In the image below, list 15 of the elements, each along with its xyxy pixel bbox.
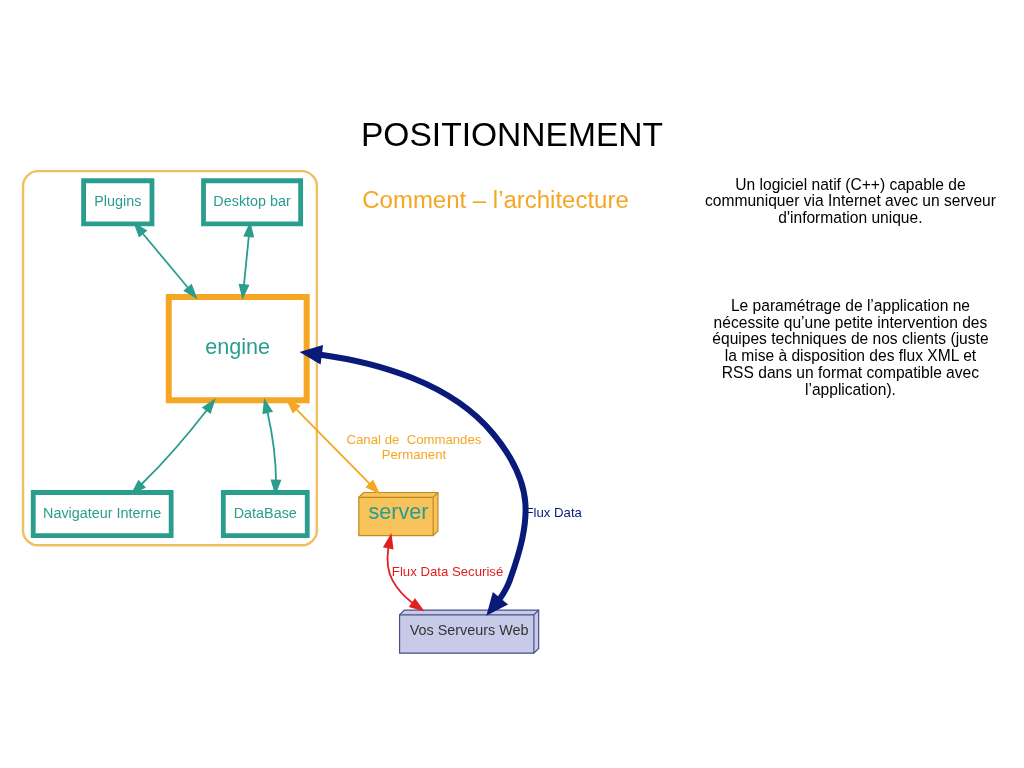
node-box: Plugins <box>81 178 155 227</box>
node-box: Desktop bar <box>201 178 304 227</box>
node-box: engine <box>165 294 310 404</box>
edge-label: Flux Data Securisé <box>391 564 504 580</box>
edge-label: Canal de Commandes Permanent <box>346 432 482 462</box>
label: Un logiciel natif (C++) capable de communiquer via Internet avec un serveur d'information unique. <box>704 175 996 227</box>
arrow <box>238 221 255 300</box>
node-box: DataBase <box>220 490 310 539</box>
diagram-title: POSITIONNEMENT <box>360 116 664 154</box>
label: Le paramétrage de l’application ne nécessite qu’une petite intervention des équipes techniques de nos clients (juste la mise à disposition des flux XML et RSS dans un format compatible avec l’application). <box>712 296 989 398</box>
node-box: Navigateur Interne <box>30 490 174 539</box>
arrow <box>299 345 529 616</box>
arrow <box>382 533 425 612</box>
cluster <box>21 169 319 547</box>
label: Comment – l’architecture <box>362 186 629 214</box>
